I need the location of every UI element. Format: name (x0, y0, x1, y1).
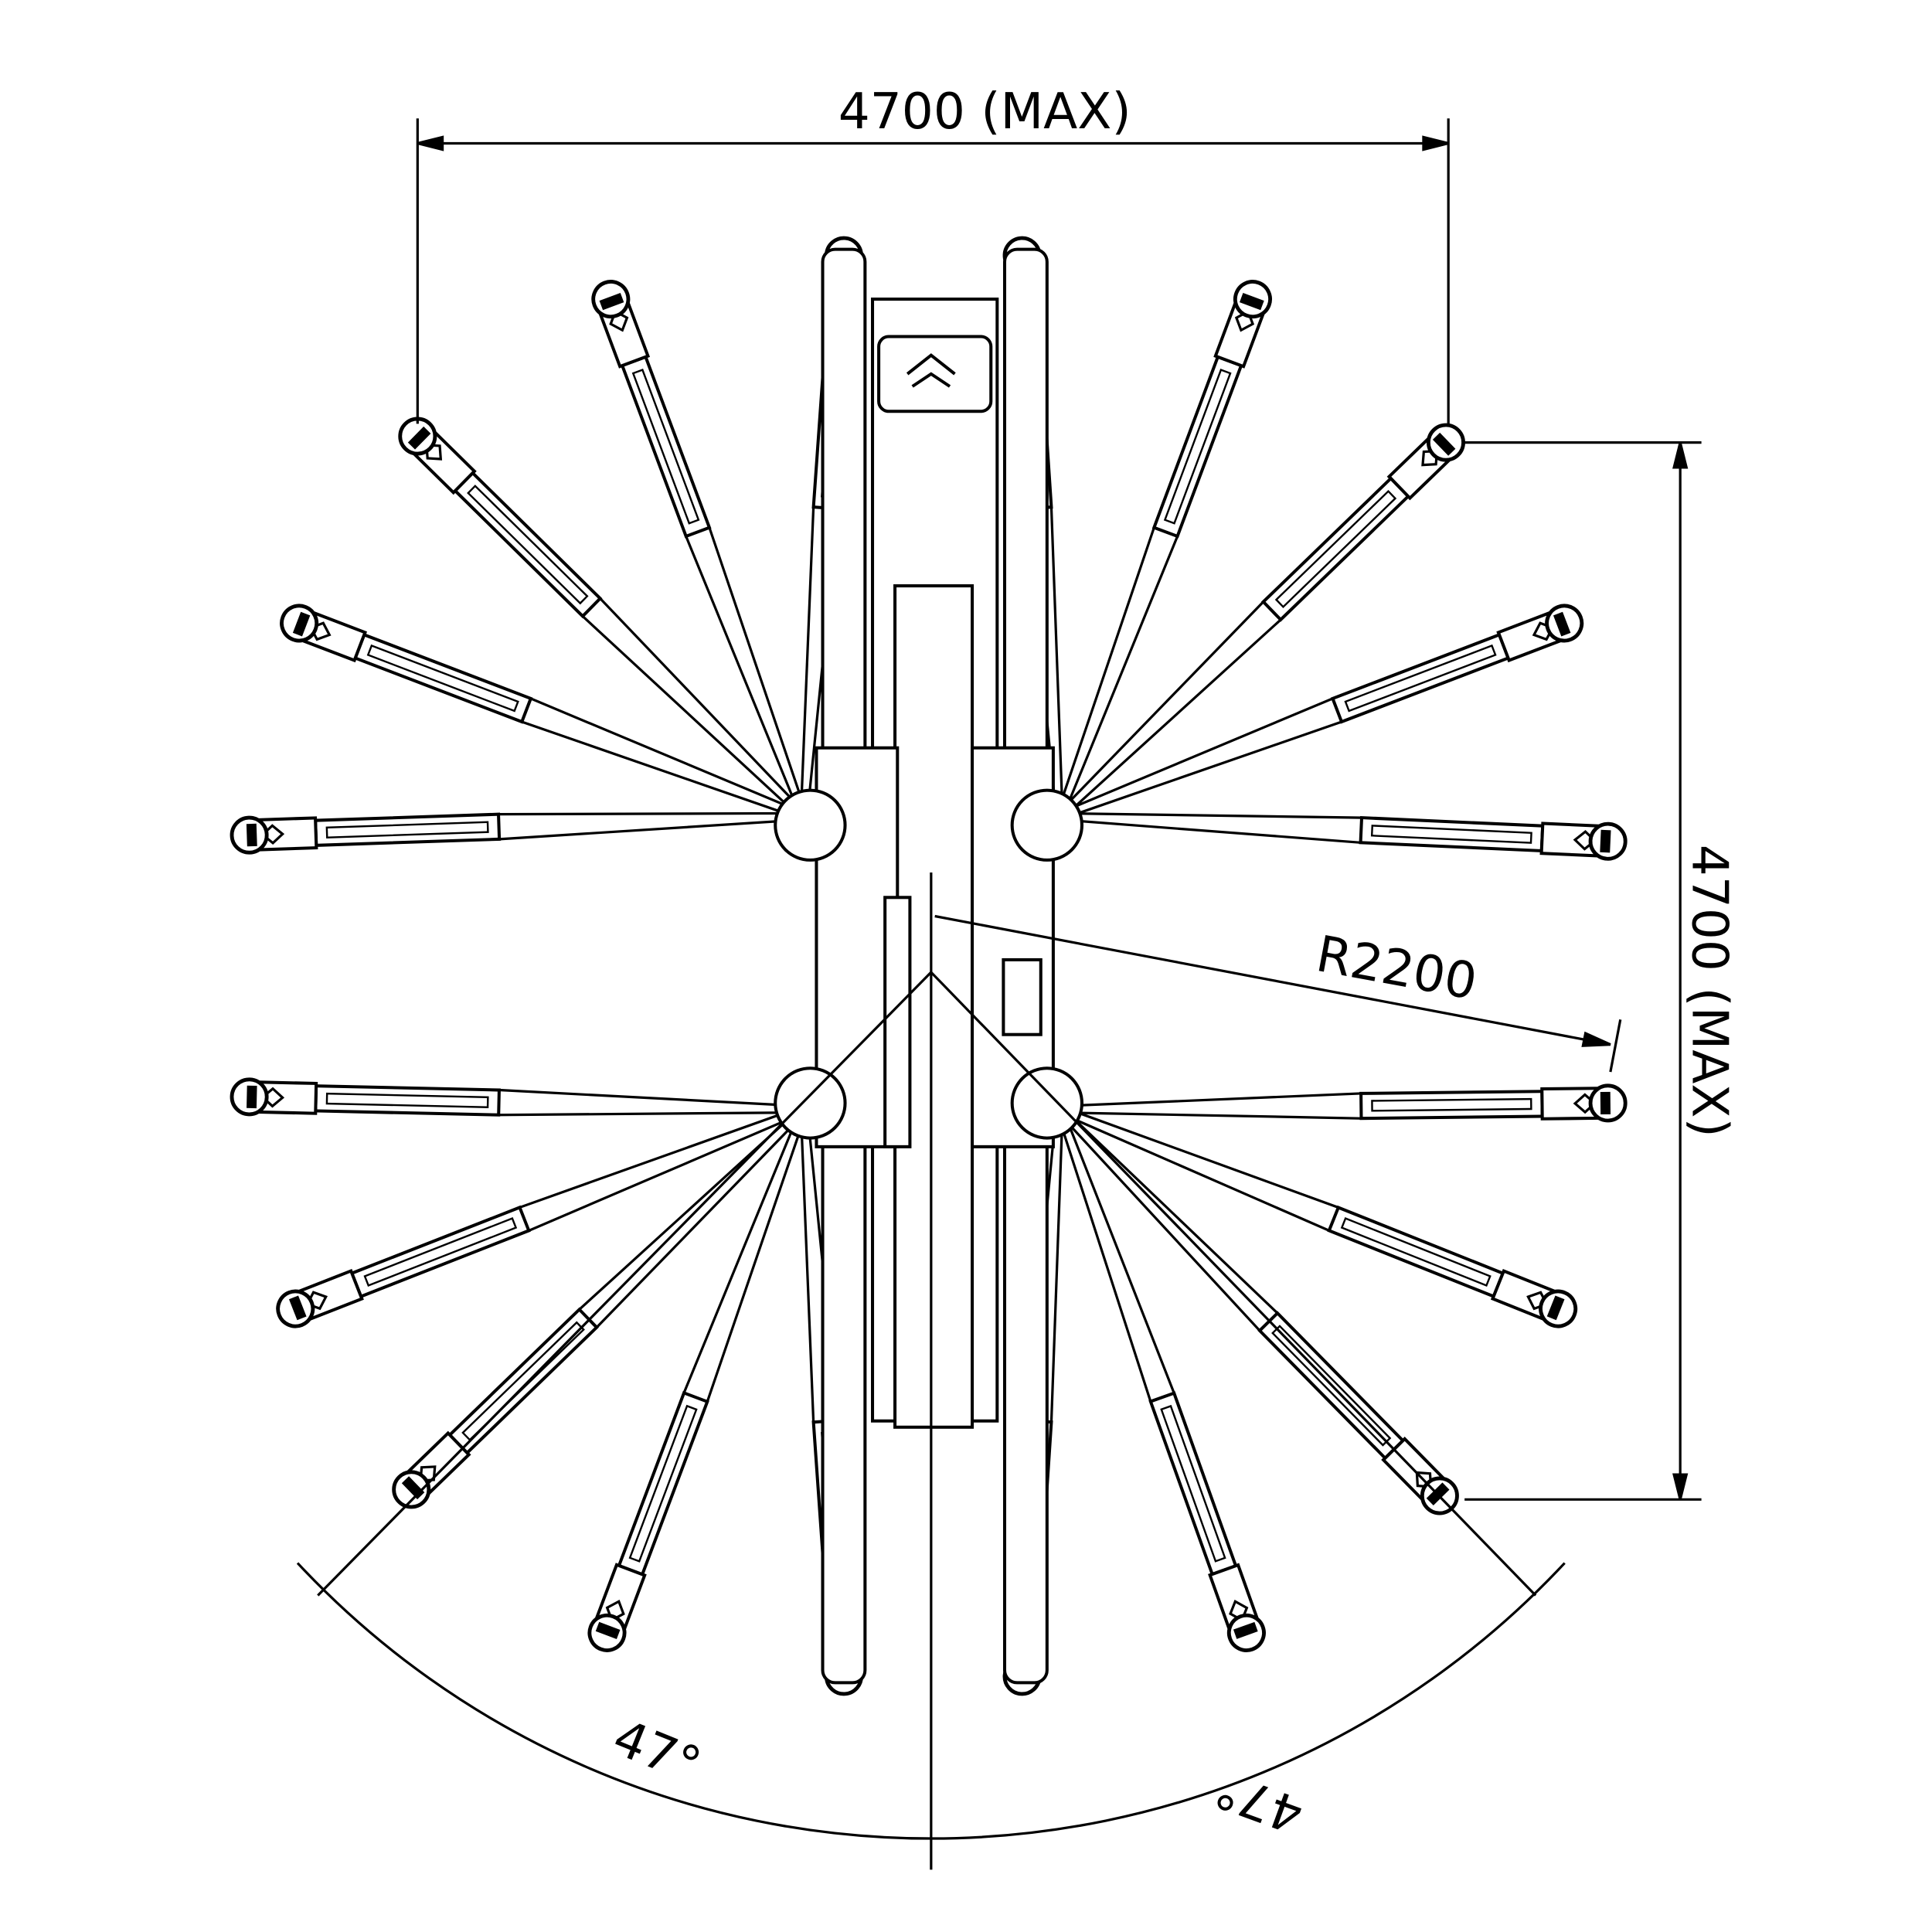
foot-pad-center (1546, 1295, 1565, 1321)
cylinder (883, 896, 912, 1148)
pivot-upper-left (774, 788, 847, 862)
machine-chassis (774, 247, 1084, 1685)
beam-inner-line (1371, 1097, 1532, 1112)
angle-arc-left (296, 1562, 931, 1840)
outrigger-arm (1077, 812, 1628, 861)
outer-beam (314, 1084, 501, 1117)
width-label: 4700 (MAX) (838, 83, 1131, 141)
outrigger-arm (1060, 1124, 1266, 1652)
outrigger-arm (280, 604, 790, 815)
outer-beam (349, 1205, 531, 1299)
outrigger-arm (398, 417, 795, 808)
pivot-upper-right (1010, 788, 1084, 862)
outer-beam (617, 1390, 709, 1577)
foot-pad-center (595, 1621, 621, 1640)
angle-arc-right (930, 1562, 1566, 1840)
outrigger-arm (230, 1077, 787, 1117)
outrigger-arm (1073, 604, 1584, 815)
foot-pad-center (247, 1085, 257, 1109)
inner-beam (1077, 1092, 1363, 1120)
control-head (877, 335, 993, 413)
outer-beam (1260, 476, 1411, 622)
outer-beam (453, 471, 603, 619)
pivot-lower-left (774, 1066, 847, 1140)
height-arrowheads (1672, 442, 1689, 1500)
hydraulic-block (1002, 957, 1043, 1036)
outrigger-arm (276, 1111, 790, 1328)
beam-inner-line (1340, 1217, 1492, 1287)
beam-inner-line (1163, 368, 1232, 525)
outer-beam (1330, 632, 1511, 724)
foot-pad-center (1432, 432, 1456, 456)
inner-beam (1077, 812, 1363, 845)
width-arrowheads (417, 135, 1449, 151)
outrigger-arm (392, 1117, 795, 1509)
beam-inner-line (631, 368, 700, 525)
outrigger-arm (1073, 1111, 1578, 1328)
beam-inner-line (1160, 1404, 1226, 1563)
pivot-lower-right (1010, 1066, 1084, 1140)
radius-line (934, 914, 1611, 1046)
beam-inner-line (325, 821, 489, 838)
inner-beam (497, 1088, 787, 1117)
foot-pad-center (599, 292, 624, 311)
foot-pad-center (292, 611, 311, 637)
outer-beam (620, 355, 712, 539)
outrigger-arm (587, 1124, 803, 1652)
beam-inner-line (628, 1404, 698, 1563)
foot-pad-center (288, 1295, 307, 1321)
beam-inner-line (325, 1092, 489, 1108)
arrow-marks (906, 353, 956, 388)
foot-pad-center (246, 823, 257, 847)
outer-beam (314, 812, 502, 847)
outer-beam (1359, 815, 1545, 853)
angle-left-label: 47° (605, 1709, 709, 1795)
radius-arrowhead (1581, 1031, 1611, 1047)
inner-beam (497, 811, 787, 841)
foot-pad-center (407, 426, 431, 450)
outer-beam (1327, 1205, 1505, 1299)
outrigger-arms (230, 236, 1628, 1696)
outer-beam (1151, 355, 1243, 539)
beam-inner-line (363, 1217, 518, 1287)
radius-tick (1609, 1019, 1622, 1073)
beam-inner-line (467, 485, 589, 605)
outrigger-arm (1060, 280, 1272, 802)
outrigger-arm (591, 280, 803, 802)
outer-beam (1148, 1391, 1238, 1577)
foot-pad-center (1239, 292, 1264, 311)
beam-inner-line (1370, 825, 1532, 844)
height-label: 4700 (MAX) (1680, 845, 1738, 1138)
beam-inner-line (1274, 489, 1397, 608)
foot-pad-center (1600, 829, 1611, 853)
outer-beam (353, 632, 533, 724)
angle-line-right (930, 971, 1537, 1597)
outrigger-arm (230, 811, 787, 855)
outrigger-arm (1077, 1083, 1628, 1123)
angle-right-label: 47° (1208, 1760, 1311, 1845)
beam-inner-line (366, 644, 519, 713)
outrigger-arm (1068, 423, 1465, 808)
foot-pad-center (1233, 1621, 1258, 1639)
foot-pad-center (1553, 611, 1571, 637)
radius-label: R2200 (1312, 925, 1481, 1012)
outer-beam (447, 1307, 599, 1455)
foot-pad-center (1600, 1091, 1611, 1115)
beam-inner-line (1344, 644, 1497, 713)
outer-beam (1359, 1090, 1544, 1121)
angle-line-left (317, 971, 932, 1597)
